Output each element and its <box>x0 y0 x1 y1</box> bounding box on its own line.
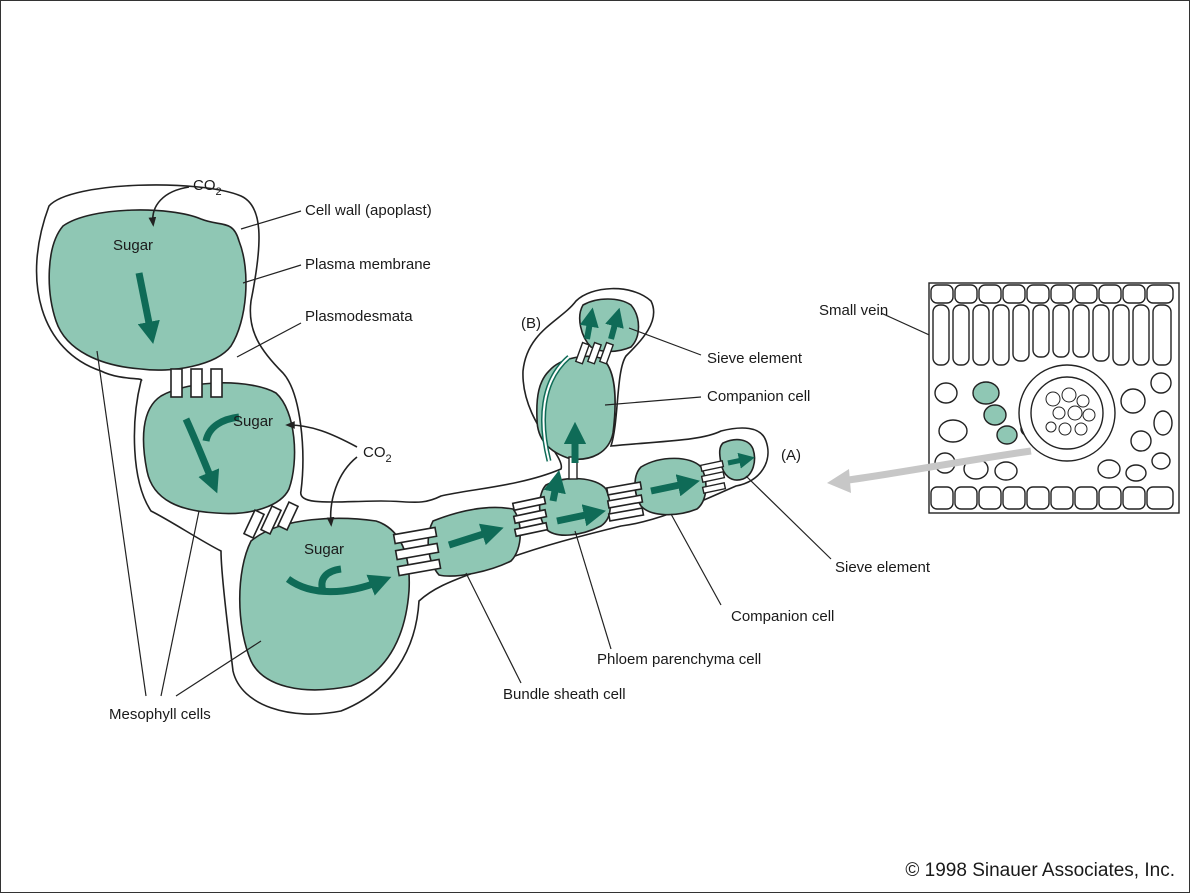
sugar-arrow-se-b1 <box>587 317 591 339</box>
sugar-label-2: Sugar <box>233 413 273 430</box>
plasmodesmata-5 <box>607 482 644 521</box>
sugar-label-3: Sugar <box>304 541 344 558</box>
mesophyll-cell-2 <box>144 383 295 514</box>
sieve-element-b-label: Sieve element <box>707 350 803 367</box>
mesophyll-cells-label: Mesophyll cells <box>109 706 211 723</box>
co2-label-mid: CO2 <box>363 444 392 465</box>
marker-b-label: (B) <box>521 315 541 332</box>
plasmodesmata-6 <box>701 461 726 493</box>
marker-a-label: (A) <box>781 447 801 464</box>
bundle-sheath-cell <box>428 507 520 576</box>
plasmodesmata-1 <box>171 369 222 397</box>
sieve-element-a-label: Sieve element <box>835 559 931 576</box>
small-vein-label: Small vein <box>819 302 888 319</box>
plasmodesmata-4 <box>513 497 548 537</box>
sugar-label-1: Sugar <box>113 237 153 254</box>
plasmodesmata-7 <box>576 343 613 364</box>
plasmodesmata-3 <box>394 527 441 575</box>
companion-cell-b-label: Companion cell <box>707 388 810 405</box>
plasma-membrane-label: Plasma membrane <box>305 256 431 273</box>
bundle-sheath-cell-label: Bundle sheath cell <box>503 686 626 703</box>
leaf-cross-section <box>929 283 1179 513</box>
cell-wall-label: Cell wall (apoplast) <box>305 202 432 219</box>
phloem-parenchyma-cell-label: Phloem parenchyma cell <box>597 651 761 668</box>
plasmodesmata-label: Plasmodesmata <box>305 308 413 325</box>
phloem-parenchyma-cell <box>540 479 611 536</box>
companion-cell-a-label: Companion cell <box>731 608 834 625</box>
mesophyll-cell-1 <box>49 210 246 370</box>
copyright-notice: © 1998 Sinauer Associates, Inc. <box>905 860 1175 882</box>
sugar-arrow-ppc-up <box>553 481 557 501</box>
